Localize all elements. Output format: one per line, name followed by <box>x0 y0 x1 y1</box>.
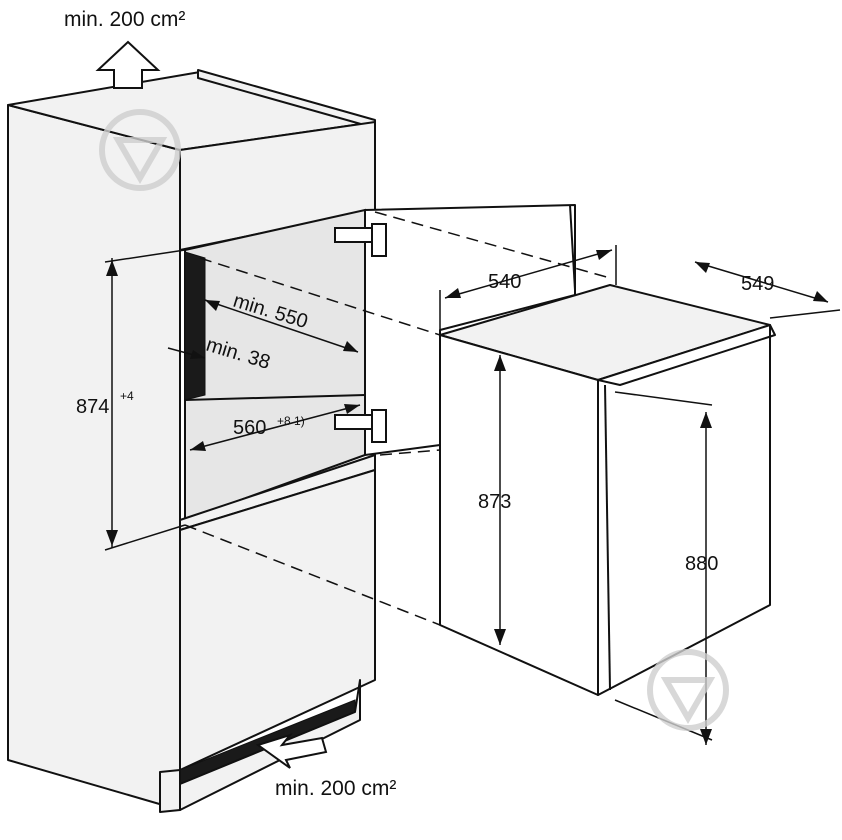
hinge-bottom <box>334 409 387 443</box>
niche-height-label: 874 <box>76 396 109 418</box>
cabinet <box>7 69 376 813</box>
dimension-lines <box>104 245 841 745</box>
hinge-plate <box>371 223 387 257</box>
appliance-height-label: 873 <box>478 491 511 513</box>
appliance-side <box>439 334 599 696</box>
projection-lines <box>184 211 611 626</box>
airflow-in-arrow-icon <box>255 733 328 769</box>
hinge-plate <box>371 409 387 443</box>
appliance-height-door-label: 880 <box>685 553 718 575</box>
plinth <box>159 769 181 813</box>
cabinet-lower-door <box>179 469 376 771</box>
plinth-front <box>179 679 361 811</box>
niche-width-tolerance: +8 1) <box>277 414 305 428</box>
hinge-top <box>334 223 387 257</box>
appliance-door <box>597 324 771 696</box>
cabinet-left-side <box>7 104 181 811</box>
door-gasket-line <box>604 384 611 691</box>
door-edge <box>569 204 576 291</box>
door-top-trim <box>597 324 776 386</box>
appliance-depth-label: 540 <box>488 271 521 293</box>
airflow-up-arrow-icon <box>95 40 161 89</box>
watermark-icon <box>99 109 181 191</box>
vent-bottom-label: min. 200 cm² <box>275 777 396 800</box>
watermark-icon <box>647 649 729 731</box>
vent-top-label: min. 200 cm² <box>64 8 185 31</box>
vent-strip-rear <box>184 251 206 401</box>
niche-width-label: 560 <box>233 417 266 439</box>
appliance-depth-door-label: 549 <box>741 273 774 295</box>
niche-height-tolerance: +4 <box>120 389 134 403</box>
appliance <box>439 284 776 696</box>
niche-floor <box>184 394 366 401</box>
